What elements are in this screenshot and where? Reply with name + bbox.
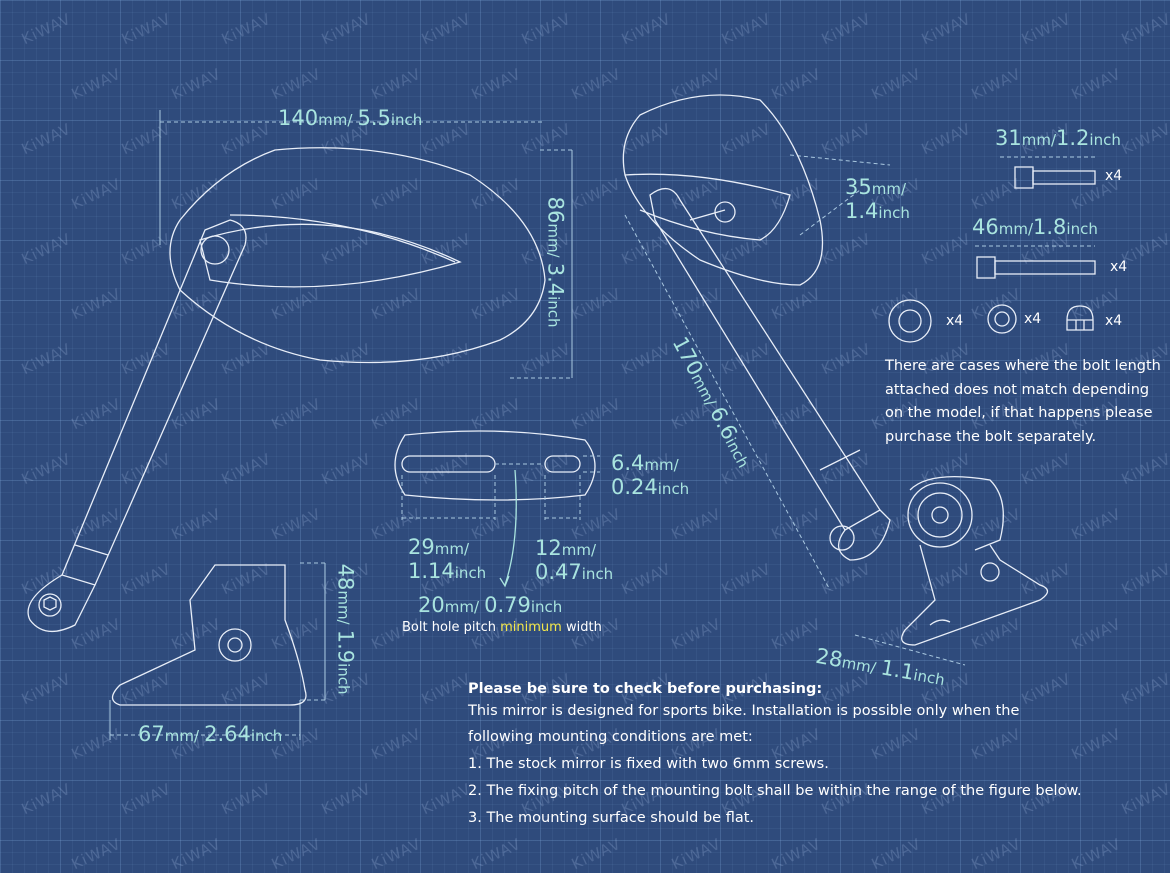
- washer-large-icon: [888, 299, 932, 343]
- pitch-caption: Bolt hole pitch minimum width: [402, 620, 602, 635]
- washer-small-icon: [987, 304, 1017, 334]
- purchase-notice: Please be sure to check before purchasin…: [468, 676, 1019, 750]
- mount-base-side: [901, 476, 1049, 646]
- dim-base-width: 67mm/ 2.64inch: [138, 722, 283, 746]
- bolt-note-line: purchase the bolt separately.: [885, 428, 1097, 445]
- dim-base-height: 48mm/ 1.9inch: [333, 563, 358, 695]
- bolt-note-line: on the model, if that happens please: [885, 405, 1153, 421]
- mount-base-front: [111, 564, 307, 706]
- technical-drawing: [27, 94, 1096, 740]
- bolt-note-line: attached does not match depending: [885, 381, 1150, 398]
- qty-washer-small: x4: [1024, 311, 1042, 327]
- bolt-short-icon: [1014, 166, 1034, 189]
- qty-washer-large: x4: [946, 313, 964, 329]
- condition-item: 3. The mounting surface should be flat.: [468, 810, 755, 826]
- dim-pitch: 20mm/ 0.79inch: [418, 593, 563, 617]
- bolt-note: There are cases where the bolt length at…: [885, 355, 1161, 449]
- bolt-hole-plate: [394, 430, 596, 588]
- dimension-lines: [109, 110, 966, 740]
- dim-slot-short: 12mm/0.47inch: [535, 536, 614, 585]
- mirror-front-view: [27, 147, 546, 632]
- qty-bolt-long: x4: [1110, 259, 1128, 275]
- dim-bolt-long: 46mm/1.8inch: [972, 215, 1098, 239]
- dim-height-head: 86mm/ 3.4inch: [543, 196, 568, 328]
- bolt-long-icon: [976, 256, 996, 279]
- conditions-list: 1. The stock mirror is fixed with two 6m…: [468, 751, 1082, 832]
- bolt-short-thread: [1032, 170, 1096, 185]
- condition-item: 1. The stock mirror is fixed with two 6m…: [468, 756, 829, 772]
- dim-depth: 35mm/1.4inch: [845, 175, 910, 224]
- plate-dimension-lines: [401, 156, 1095, 520]
- qty-bolt-short: x4: [1105, 168, 1123, 184]
- dim-slot-long: 29mm/1.14inch: [408, 535, 487, 584]
- notice-line: This mirror is designed for sports bike.…: [468, 703, 1020, 719]
- bolt-note-line: There are cases where the bolt length: [885, 358, 1161, 374]
- notice-line: following mounting conditions are met:: [468, 729, 753, 745]
- cap-nut-icon: [1066, 305, 1094, 331]
- hardware-icons: [888, 166, 1096, 343]
- notice-title: Please be sure to check before purchasin…: [468, 681, 823, 697]
- condition-item: 2. The fixing pitch of the mounting bolt…: [468, 783, 1082, 799]
- qty-cap-nut: x4: [1105, 313, 1123, 329]
- dim-bolt-short: 31mm/1.2inch: [995, 126, 1121, 150]
- dim-slot-height: 6.4mm/0.24inch: [611, 451, 690, 500]
- mirror-side-view: [622, 94, 891, 561]
- dim-width-top: 140mm/ 5.5inch: [278, 106, 423, 130]
